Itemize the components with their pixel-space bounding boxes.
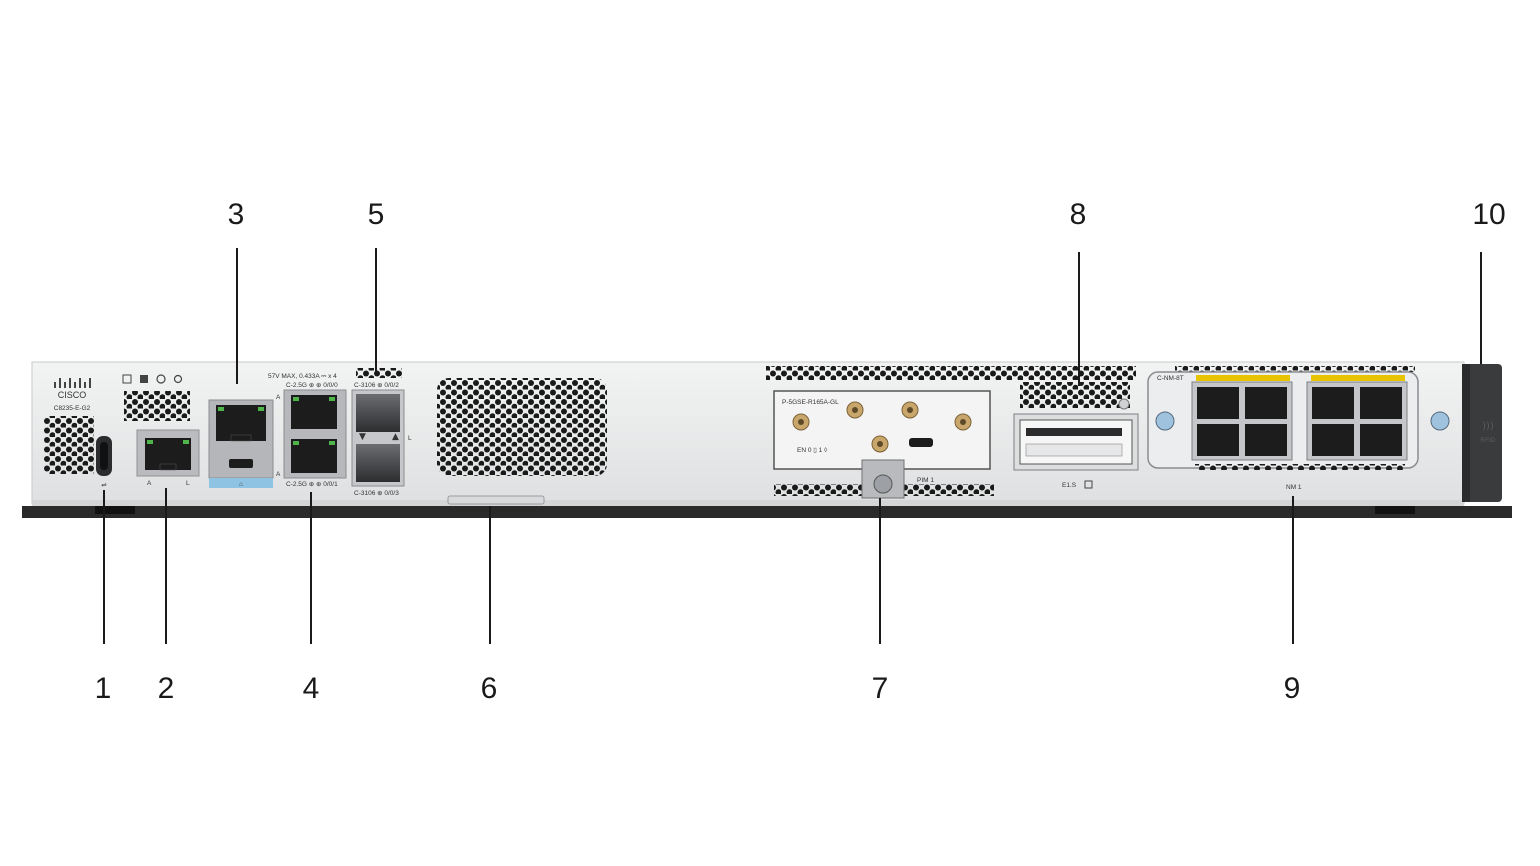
nm-port-6[interactable] (1360, 387, 1402, 419)
nm-port-group-right (1306, 381, 1408, 461)
nm-port-4[interactable] (1245, 424, 1287, 456)
nm-port-1[interactable] (1197, 387, 1239, 419)
nm-screw-left-icon[interactable] (1155, 411, 1175, 431)
console-led-a-label: A (147, 480, 152, 487)
pim-status-leds: EN 0 ▯ 1 ◊ (797, 447, 828, 454)
pim-slot-label: PIM 1 (917, 477, 934, 484)
alarm-status-icon (156, 374, 166, 384)
nm-yellow-strip-right (1311, 375, 1405, 381)
leader-lines (103, 248, 1482, 644)
rj45-port-0-0-1[interactable] (291, 439, 337, 473)
antenna-connector-1[interactable] (792, 413, 810, 431)
callout-9: 9 (1284, 672, 1301, 705)
vent-top-nm (1175, 366, 1415, 372)
callout-3: 3 (228, 198, 245, 231)
foot-right (1375, 506, 1415, 514)
rj45-led-a-bottom: A (276, 471, 281, 478)
nm-port-2[interactable] (1245, 387, 1287, 419)
vent-left-small (124, 391, 190, 421)
callout-1: 1 (95, 672, 112, 705)
pim-screw-icon[interactable] (873, 474, 893, 494)
callout-5: 5 (368, 198, 385, 231)
nm-port-7[interactable] (1312, 424, 1354, 456)
callout-2: 2 (158, 672, 175, 705)
sfp-arrow-down-icon: ▼ (359, 432, 366, 442)
system-status-icon (140, 375, 148, 383)
mgmt-strip-icon: ⌂ (239, 481, 243, 488)
vent-top-center (766, 366, 1136, 380)
nm-slot-label: NM 1 (1286, 484, 1302, 491)
mgmt-port-label-strip (209, 478, 273, 488)
nm-vent-bottom (1195, 464, 1405, 470)
nm-module: C-NM-8T NM 1 (1147, 371, 1450, 491)
cisco-logo: CISCO C8235-E-G2 (54, 378, 91, 412)
e1s-storage-slot: E1.S (1013, 398, 1139, 489)
pull-out-label-tab[interactable] (447, 495, 545, 505)
rj45-port-0-0-0[interactable] (291, 395, 337, 429)
sfp-link-icon: L (408, 435, 412, 442)
nm-screw-right-icon[interactable] (1430, 411, 1450, 431)
callout-8: 8 (1070, 198, 1087, 231)
nm-port-5[interactable] (1312, 387, 1354, 419)
nm-model-label: C-NM-8T (1157, 375, 1184, 382)
brand-label: CISCO (58, 390, 87, 400)
sfp-top-label: C-3106 ⊕ 0/0/2 (354, 382, 399, 389)
callout-6: 6 (481, 672, 498, 705)
rj45-led-a-top: A (276, 394, 281, 401)
els-label: E1.S (1062, 482, 1077, 489)
usb-icon: ⇌ (101, 482, 107, 489)
console-led-l-label: L (186, 480, 190, 487)
rfid-icon: ))) (1482, 421, 1494, 432)
rj45-bottom-label: C-2.5G ⊕ ⊕ 0/0/1 (286, 481, 338, 488)
antenna-connector-3[interactable] (901, 401, 919, 419)
nm-yellow-strip-left (1196, 375, 1290, 381)
sfp-port-0-0-3[interactable] (356, 444, 400, 482)
sfp-port-0-0-2[interactable] (356, 394, 400, 432)
foot-left (95, 506, 135, 514)
info-status-icon (173, 374, 183, 384)
callout-labels: 3 5 8 10 1 2 4 6 7 9 (95, 198, 1506, 705)
rj45-top-label: C-2.5G ⊕ ⊕ 0/0/0 (286, 382, 338, 389)
pim-module: P-5GSE-R165A-GL EN 0 ▯ 1 ◊ PIM 1 (773, 390, 991, 499)
model-label: C8235-E-G2 (54, 405, 91, 412)
callout-7: 7 (872, 672, 889, 705)
sfp-ports: C-3106 ⊕ 0/0/2 ▼ ▲ C-3106 ⊕ 0/0/3 L (351, 382, 412, 497)
vent-center-large (437, 378, 607, 476)
rj45-2p5g-ports: 57V MAX, 0.433A ⎓ x 4 C-2.5G ⊕ ⊕ 0/0/0 C… (268, 373, 347, 488)
nm-port-group-left (1191, 381, 1293, 461)
sfp-arrow-up-icon: ▲ (392, 432, 399, 442)
els-icon (1084, 480, 1093, 489)
vent-left-sfp (356, 368, 402, 378)
callout-10: 10 (1472, 198, 1505, 231)
gps-connector[interactable] (871, 435, 889, 453)
power-rating-label: 57V MAX, 0.433A ⎓ x 4 (268, 373, 337, 380)
callout-4: 4 (303, 672, 320, 705)
pim-model-label: P-5GSE-R165A-GL (782, 399, 839, 406)
usb-c-console-port[interactable]: ⇌ (96, 436, 112, 489)
vent-above-els (1020, 382, 1130, 408)
rj45-console-port[interactable]: A L (136, 429, 200, 487)
e1s-drive-carrier[interactable] (1019, 419, 1133, 465)
chassis-bottom-edge (32, 500, 1464, 506)
management-port[interactable]: ⌂ (208, 399, 274, 488)
rack-handle-rfid[interactable]: ))) RFID (1462, 364, 1502, 502)
nm-port-8[interactable] (1360, 424, 1402, 456)
sfp-bottom-label: C-3106 ⊕ 0/0/3 (354, 490, 399, 497)
antenna-connector-4[interactable] (954, 413, 972, 431)
antenna-connector-2[interactable] (846, 401, 864, 419)
rfid-label: RFID (1480, 437, 1495, 444)
pim-usb-port[interactable] (909, 438, 933, 447)
chassis-shadow (22, 506, 1512, 518)
usb-type-a-port[interactable] (229, 459, 253, 468)
els-release-button[interactable] (1118, 398, 1130, 410)
power-status-icon (122, 374, 132, 384)
status-icons (122, 374, 183, 384)
vent-left-side (44, 416, 94, 474)
nm-port-3[interactable] (1197, 424, 1239, 456)
